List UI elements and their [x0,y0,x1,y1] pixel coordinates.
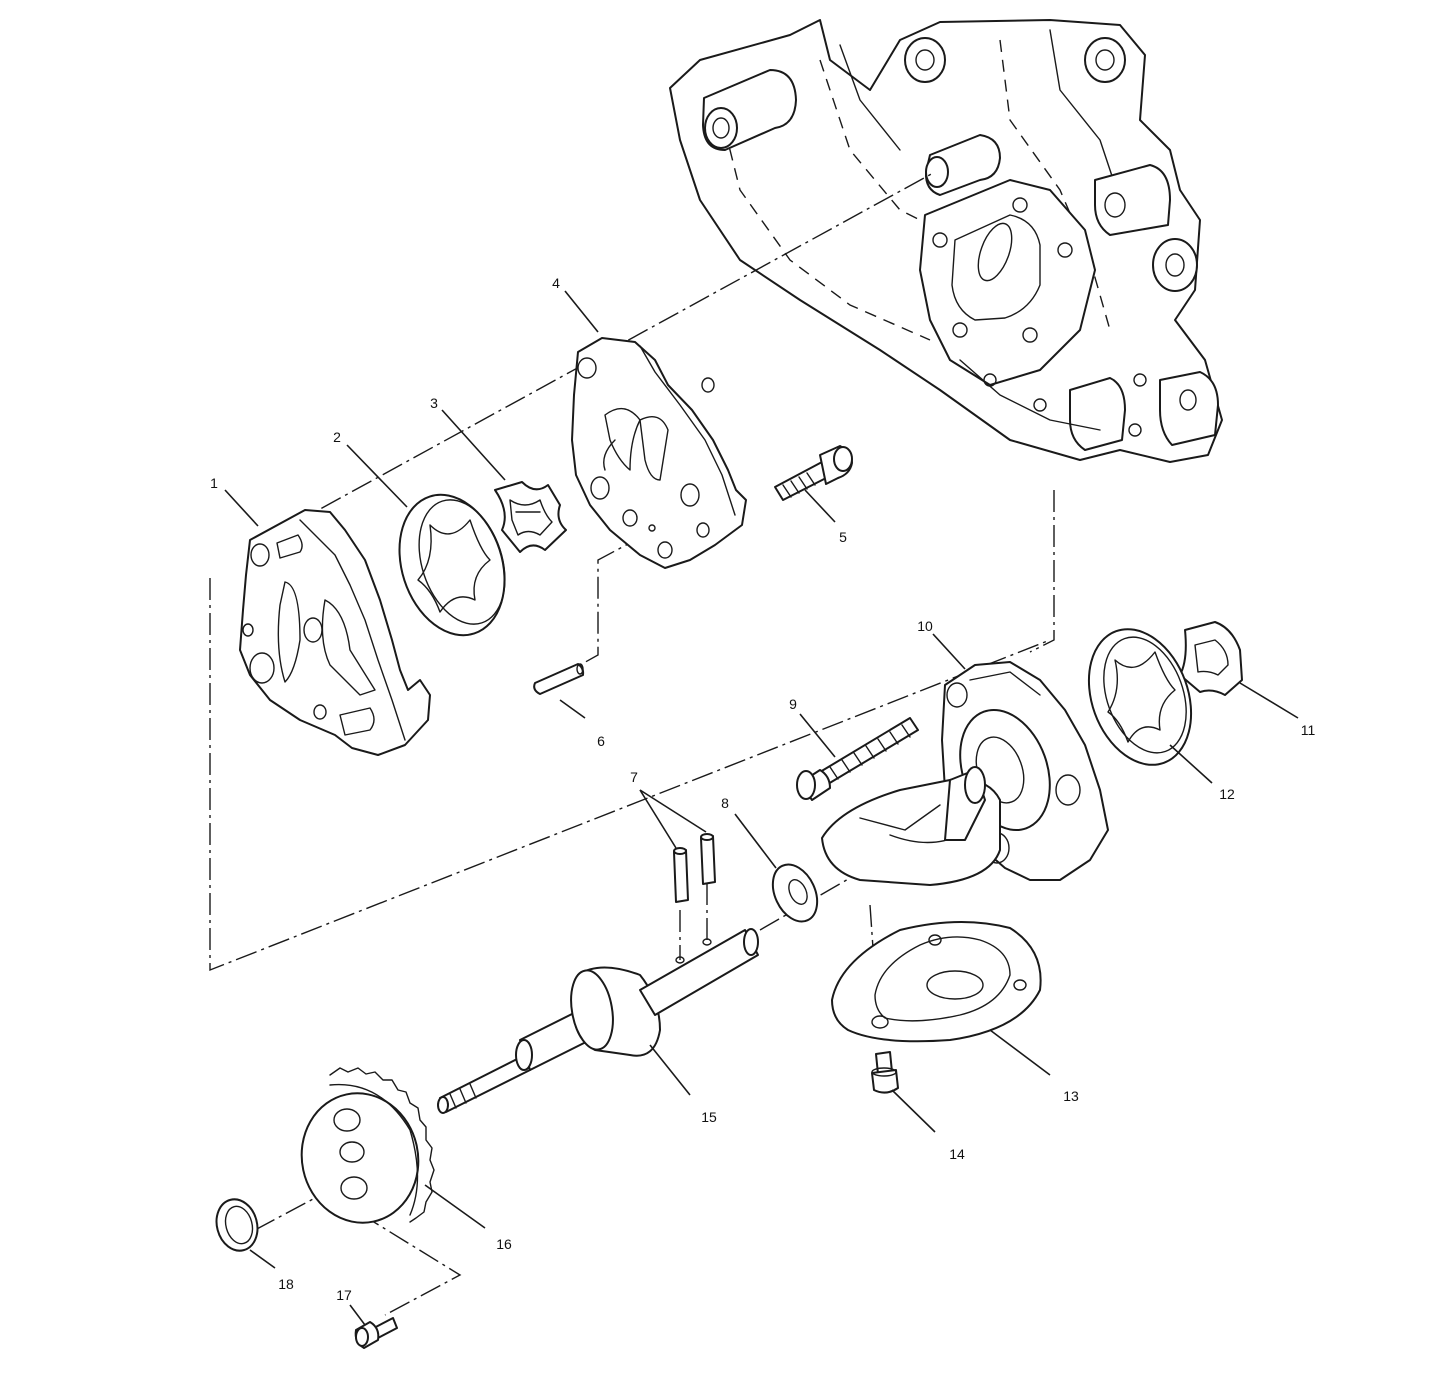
pump-cover-plate [571,337,747,569]
callout-18: 18 [278,1276,294,1292]
dowel-pin-6 [533,663,585,695]
screw-5 [774,445,853,501]
callout-14: 14 [949,1146,965,1162]
crankcase-housing [669,19,1223,463]
callout-17: 17 [336,1287,352,1303]
callout-6: 6 [597,733,605,749]
outer-rotor-12 [1087,628,1193,766]
callout-9: 9 [789,696,797,712]
callout-3: 3 [430,395,438,411]
pump-body-plate [239,509,431,756]
inner-rotor-11 [1179,621,1243,696]
callout-1: 1 [210,475,218,491]
callout-labels: 1 2 3 4 5 6 7 8 9 10 11 12 13 14 15 16 1… [210,275,1315,1303]
callout-13: 13 [1063,1088,1079,1104]
leader-lines [224,290,1299,1326]
callout-16: 16 [496,1236,512,1252]
bolt-9 [796,717,919,801]
washer-8 [771,863,819,923]
pump-housing-pickup [821,661,1109,886]
screw-14 [871,1051,899,1094]
callout-10: 10 [917,618,933,634]
callout-7: 7 [630,769,638,785]
drive-gear-16 [300,1067,435,1224]
bolt-17 [354,1317,398,1349]
callout-12: 12 [1219,786,1235,802]
pins-7 [673,833,716,903]
washer-18 [215,1198,259,1252]
pump-shaft-15 [437,928,759,1114]
outer-rotor-ring [398,493,506,637]
callout-5: 5 [839,529,847,545]
strainer-screen-13 [831,920,1042,1043]
callout-8: 8 [721,795,729,811]
callout-15: 15 [701,1109,717,1125]
callout-11: 11 [1301,722,1316,738]
callout-4: 4 [552,275,560,291]
inner-rotor [494,481,567,553]
callout-2: 2 [333,429,341,445]
